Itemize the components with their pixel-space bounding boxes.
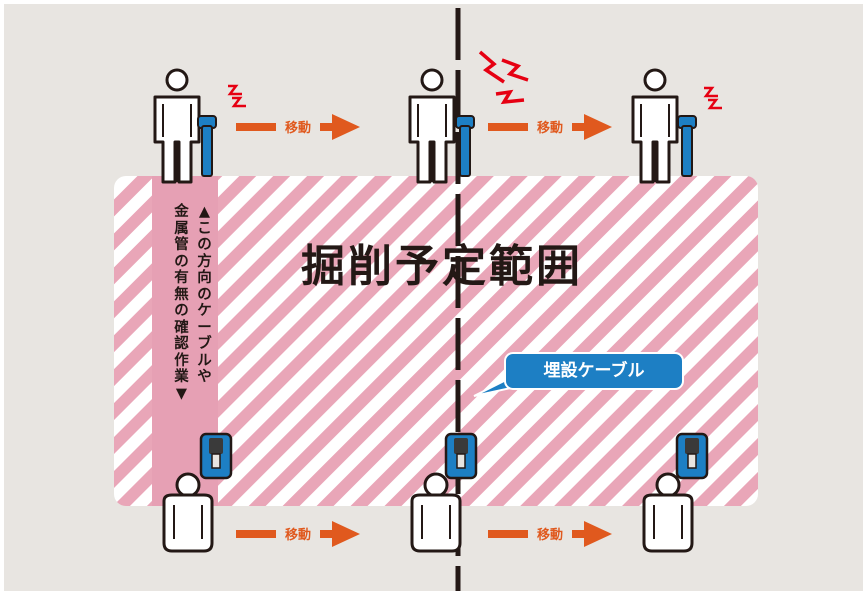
- cable-locator-icon: [444, 432, 478, 480]
- diagram-drawing: 移動 移動 移動 移動: [114, 8, 758, 591]
- side-note-line2: 金属管の有無の確認作業▼: [174, 204, 189, 402]
- cable-locator-icon: [677, 115, 697, 177]
- move-label-bottom-1: 移動: [285, 527, 311, 543]
- cable-locator-icon: [675, 432, 709, 480]
- side-note-line1: ▲この方向のケーブルや: [197, 204, 212, 385]
- move-label-bottom-2: 移動: [537, 527, 563, 543]
- move-label-top-1: 移動: [285, 120, 311, 136]
- buried-cable-callout: 埋設ケーブル: [504, 352, 684, 390]
- buried-cable-label: 埋設ケーブル: [543, 361, 645, 381]
- excavation-area-title: 掘削予定範囲: [301, 241, 583, 292]
- strong-signal-icon: [478, 50, 529, 105]
- excavation-area: [114, 176, 758, 506]
- signal-icon: [227, 84, 246, 108]
- side-note: ▲この方向のケーブルや 金属管の有無の確認作業▼: [166, 201, 216, 441]
- diagram-canvas: 移動 移動 移動 移動 掘削予定範囲 埋設ケーブル ▲この方向のケーブルや: [4, 4, 863, 591]
- worker-top-center: [408, 68, 456, 184]
- cable-locator-icon: [197, 115, 217, 177]
- signal-icon: [703, 86, 722, 110]
- move-label-top-2: 移動: [537, 120, 563, 136]
- worker-top-right: [631, 68, 679, 184]
- worker-top-left: [153, 68, 201, 184]
